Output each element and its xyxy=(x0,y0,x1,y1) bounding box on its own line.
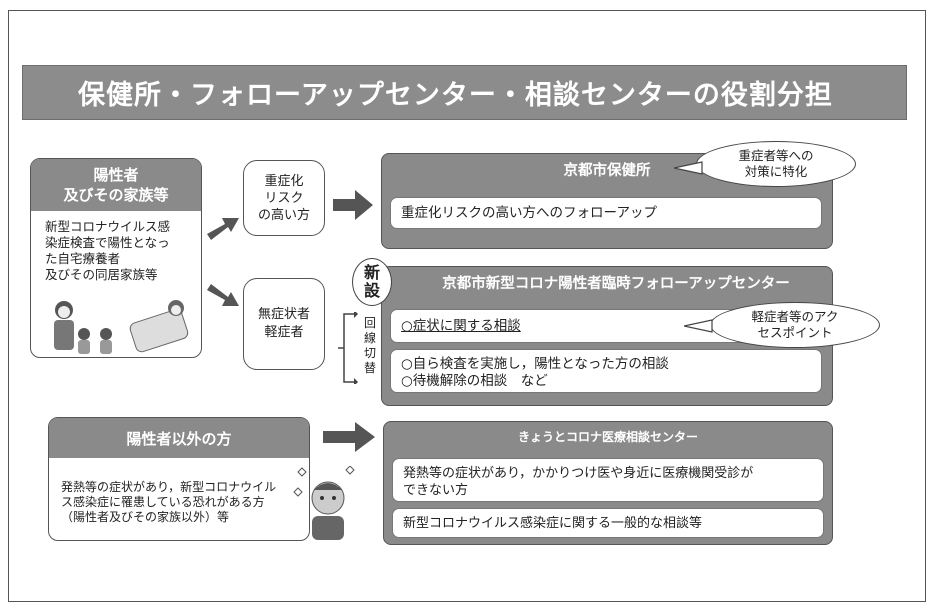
other-person-desc: 発熱等の症状があり，新型コロナウイル ス感染症に罹患している恐れがある方 （陽性… xyxy=(49,458,309,525)
family-illustration xyxy=(54,300,189,354)
high-risk-box: 重症化 リスク の高い方 xyxy=(243,160,325,236)
kyoto-center-item2: 新型コロナウイルス感染症に関する一般的な相談等 xyxy=(392,508,824,538)
positive-person-header: 陽性者 及びその家族等 xyxy=(31,159,201,211)
hokenjo-callout-line: 重症者等への xyxy=(738,148,814,163)
followup-callout-line: セスポイント xyxy=(757,325,833,340)
positive-desc-line: 染症検査で陽性となっ xyxy=(45,235,170,250)
positive-desc-line: た自宅療養者 xyxy=(45,251,121,266)
mild-line: 無症状者 xyxy=(257,307,310,322)
followup-callout: 軽症者等のアク セスポイント xyxy=(710,302,880,348)
mild-box: 無症状者 軽症者 xyxy=(243,278,325,370)
positive-desc-line: 及びその同居家族等 xyxy=(45,267,158,282)
sick-person-illustration xyxy=(293,466,355,540)
kyoto-item1-line2: できない方 xyxy=(403,483,469,498)
new-badge-char: 設 xyxy=(363,281,380,300)
hokenjo-panel: 京都市保健所 重症化リスクの高い方へのフォローアップ xyxy=(381,153,833,249)
arrow-to-hokenjo xyxy=(333,190,373,220)
hokenjo-callout: 重症者等への 対策に特化 xyxy=(696,141,856,187)
kyoto-center-item1: 発熱等の症状があり，かかりつけ医や身近に医療機関受診が できない方 xyxy=(392,458,824,502)
followup-item2: ○自ら検査を実施し，陽性となった方の相談 ○待機解除の相談 など xyxy=(390,349,822,393)
arrow-to-high-risk xyxy=(207,218,239,240)
other-person-box: 陽性者以外の方 発熱等の症状があり，新型コロナウイル ス感染症に罹患している恐れ… xyxy=(48,417,310,541)
new-badge-char: 新 xyxy=(363,263,380,282)
hokenjo-callout-pointer xyxy=(674,161,703,175)
other-desc-line: （陽性者及びその家族以外）等 xyxy=(61,510,230,524)
other-person-header: 陽性者以外の方 xyxy=(49,418,309,458)
page-title: 保健所・フォローアップセンター・相談センターの役割分担 xyxy=(22,65,907,120)
followup-callout-pointer xyxy=(684,319,713,333)
high-risk-line: リスク xyxy=(264,190,304,206)
kyoto-item1-line1: 発熱等の症状があり，かかりつけ医や身近に医療機関受診が xyxy=(403,466,754,481)
positive-person-desc: 新型コロナウイルス感 染症検査で陽性となっ た自宅療養者 及びその同居家族等 xyxy=(31,211,201,283)
positive-header-line2: 及びその家族等 xyxy=(63,186,169,204)
positive-desc-line: 新型コロナウイルス感 xyxy=(45,219,171,234)
arrow-to-kyoto-center xyxy=(323,422,375,452)
switch-bracket xyxy=(338,312,358,384)
other-desc-line: ス感染症に罹患している恐れがある方 xyxy=(61,495,265,509)
hokenjo-item: 重症化リスクの高い方へのフォローアップ xyxy=(390,197,822,229)
switch-label-char: 回 xyxy=(363,316,376,330)
hokenjo-header: 京都市保健所 xyxy=(563,162,651,179)
positive-header-line1: 陽性者 xyxy=(93,166,139,184)
followup-item2-line1: ○自ら検査を実施し，陽性となった方の相談 xyxy=(401,356,669,372)
switch-label: 回 線 切 替 xyxy=(362,316,378,376)
followup-header: 京都市新型コロナ陽性者臨時フォローアップセンター xyxy=(442,275,790,292)
arrow-to-mild xyxy=(207,284,239,306)
kyoto-center-header: きょうとコロナ医療相談センター xyxy=(517,429,698,444)
hokenjo-callout-line: 対策に特化 xyxy=(744,164,808,179)
followup-item2-line2: ○待機解除の相談 など xyxy=(401,373,548,389)
new-badge: 新 設 xyxy=(352,258,392,306)
kyoto-center-panel: きょうとコロナ医療相談センター 発熱等の症状があり，かかりつけ医や身近に医療機関… xyxy=(383,421,833,545)
switch-label-char: 替 xyxy=(363,361,376,375)
switch-label-char: 切 xyxy=(363,346,376,360)
other-desc-line: 発熱等の症状があり，新型コロナウイル xyxy=(61,480,277,494)
switch-label-char: 線 xyxy=(363,331,376,345)
followup-item1-text: ○症状に関する相談 xyxy=(401,317,521,334)
mild-line: 軽症者 xyxy=(264,325,304,340)
high-risk-line: の高い方 xyxy=(257,207,310,223)
followup-callout-line: 軽症者等のアク xyxy=(751,309,839,324)
high-risk-line: 重症化 xyxy=(264,173,304,189)
